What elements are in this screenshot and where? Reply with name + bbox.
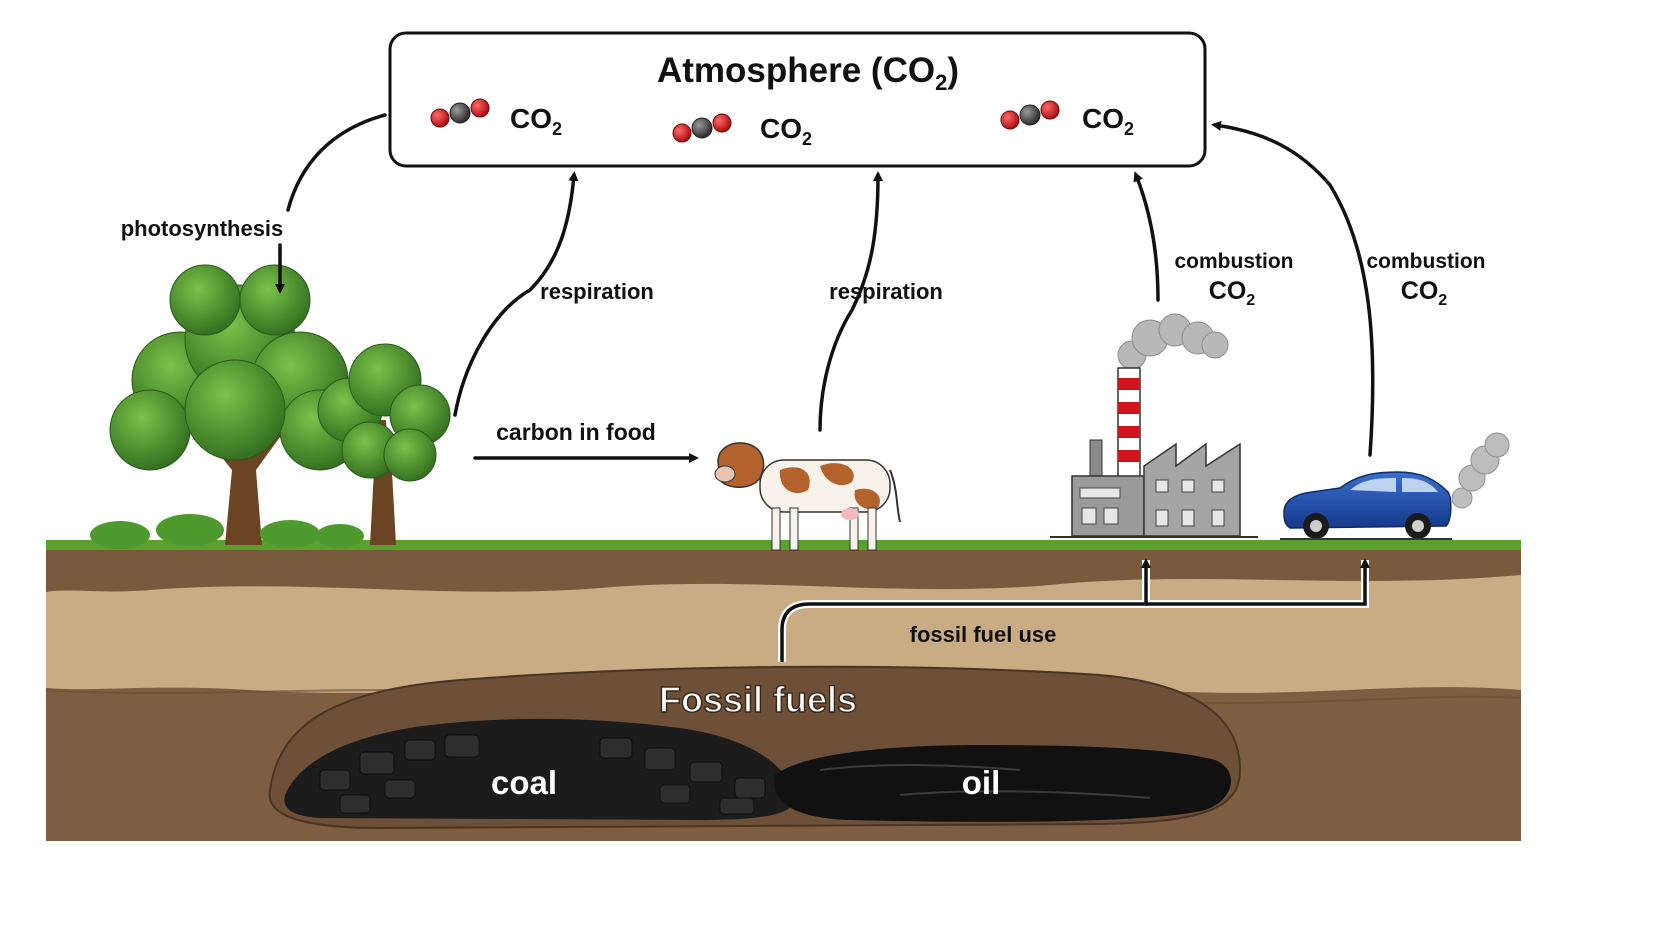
smoke-icon xyxy=(1451,432,1510,509)
grass-strip xyxy=(46,540,1521,550)
car-icon xyxy=(1280,432,1510,540)
cow-icon xyxy=(714,442,901,551)
combustion-car-co2: CO2 xyxy=(1401,277,1448,309)
respiration-plants-arrow xyxy=(453,171,579,417)
combustion-factory-co2: CO2 xyxy=(1209,277,1256,309)
combustion-car-label: combustion xyxy=(1367,250,1486,273)
combustion-factory-label: combustion xyxy=(1175,250,1294,273)
arrows xyxy=(275,113,1375,662)
tree-icon xyxy=(90,264,451,549)
atmosphere-box: Atmosphere (CO2) CO2 CO2 CO2 xyxy=(388,31,1207,168)
oil-pool xyxy=(774,745,1232,822)
respiration-plants-label: respiration xyxy=(540,279,654,304)
co2-label: CO2 xyxy=(760,113,812,149)
smoke-icon xyxy=(1117,313,1229,370)
fossil-fuel-deposit: Fossil fuels coal oil xyxy=(268,665,1242,830)
co2-label: CO2 xyxy=(510,103,562,139)
fossil-fuel-use-label: fossil fuel use xyxy=(910,622,1057,647)
photosynthesis-label: photosynthesis xyxy=(121,216,284,241)
respiration-animals-arrow xyxy=(818,171,883,432)
combustion-factory-arrow xyxy=(1133,171,1160,302)
process-labels: photosynthesis respiration respiration c… xyxy=(121,216,1486,647)
co2-label: CO2 xyxy=(1082,103,1134,139)
fossil-fuels-title: Fossil fuels xyxy=(659,679,857,720)
coal-lumps xyxy=(319,734,766,815)
respiration-animals-label: respiration xyxy=(829,279,943,304)
atmosphere-title: Atmosphere (CO2) xyxy=(657,51,959,95)
oil-label: oil xyxy=(962,764,1001,801)
photosynthesis-arrow-top xyxy=(286,113,387,212)
carbon-in-food-label: carbon in food xyxy=(496,419,656,445)
factory-icon xyxy=(1050,313,1258,538)
coal-label: coal xyxy=(491,764,557,801)
combustion-car-arrow xyxy=(1211,120,1375,457)
